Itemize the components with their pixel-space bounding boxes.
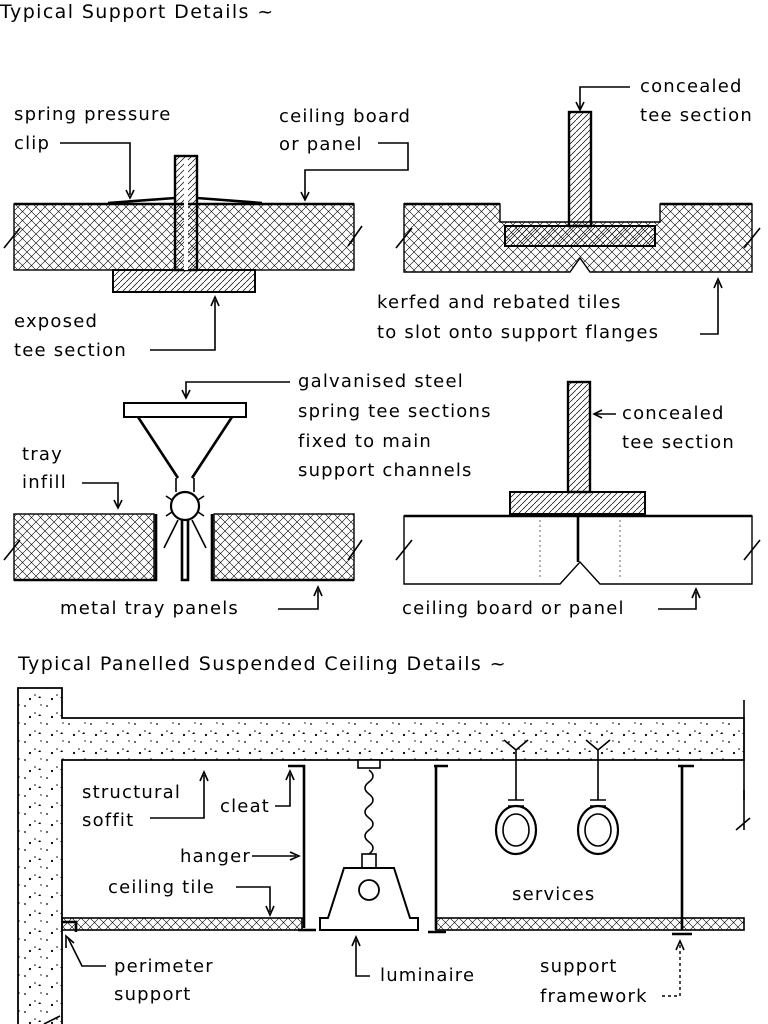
suspended-ceiling-section: structural soffit cleat hanger ceiling t… bbox=[17, 687, 751, 1024]
detail-metal-tray: galvanised steel spring tee sections fix… bbox=[3, 371, 492, 619]
label-tray-1: tray bbox=[22, 444, 63, 465]
label-concealed-1: concealed bbox=[640, 76, 743, 97]
label-spring-clip-1: spring pressure bbox=[14, 104, 172, 125]
label-tray-2: infill bbox=[22, 472, 67, 493]
detail-concealed-board: concealed tee section ceiling board or p… bbox=[395, 380, 761, 619]
spring-tee-clip bbox=[169, 490, 201, 522]
label-hanger: hanger bbox=[180, 846, 251, 867]
hanger-2 bbox=[428, 764, 448, 934]
heading-support-details: Typical Support Details ~ bbox=[0, 1, 275, 23]
label-exposed-2: tee section bbox=[14, 340, 127, 361]
spring-tee-head bbox=[123, 402, 247, 418]
service-hanger-1 bbox=[503, 739, 529, 800]
ceiling-tile-right bbox=[435, 917, 745, 931]
label-concealed-2: tee section bbox=[640, 105, 753, 126]
concealed-tee-flange bbox=[504, 225, 656, 247]
tray-infill-left bbox=[13, 513, 155, 581]
label-cleat: cleat bbox=[220, 796, 270, 817]
hanger-1 bbox=[288, 764, 316, 932]
label-galv-2: spring tee sections bbox=[298, 401, 492, 422]
label-ceiling-tile: ceiling tile bbox=[108, 877, 215, 898]
label-luminaire: luminaire bbox=[380, 965, 475, 986]
label-framework-1: support bbox=[540, 956, 618, 977]
label-kerfed-2: to slot onto support flanges bbox=[377, 322, 659, 343]
detail-concealed-kerfed: concealed tee section kerfed and rebated… bbox=[377, 76, 761, 343]
label-exposed-1: exposed bbox=[14, 311, 98, 332]
label-services: services bbox=[512, 884, 595, 905]
label-perimeter-1: perimeter bbox=[114, 956, 214, 977]
label-galv-1: galvanised steel bbox=[298, 371, 464, 392]
concealed-tee-web-2 bbox=[566, 380, 592, 494]
exposed-tee-flange bbox=[112, 269, 256, 293]
structural-slab-wall bbox=[17, 687, 745, 1024]
ceiling-board-panel bbox=[403, 515, 753, 585]
ceiling-tile-left bbox=[61, 917, 303, 931]
metal-tray-panels bbox=[14, 514, 354, 582]
concealed-tee-flange-2 bbox=[509, 491, 646, 515]
label-galv-3: fixed to main bbox=[298, 431, 432, 452]
label-board-2: or panel bbox=[279, 134, 363, 155]
label-structural-2: soffit bbox=[82, 810, 134, 831]
concealed-tee-web bbox=[567, 110, 593, 228]
detail-exposed-tee: spring pressure clip ceiling board or pa… bbox=[3, 104, 411, 361]
heading-ceiling-details: Typical Panelled Suspended Ceiling Detai… bbox=[17, 653, 507, 675]
label-kerfed-1: kerfed and rebated tiles bbox=[377, 292, 622, 313]
label-structural-1: structural bbox=[82, 782, 181, 803]
luminaire-chain bbox=[364, 769, 374, 855]
perimeter-angle bbox=[62, 920, 78, 932]
label-framework-2: framework bbox=[540, 986, 648, 1007]
label-perimeter-2: support bbox=[114, 984, 192, 1005]
label-spring-clip-2: clip bbox=[14, 133, 50, 154]
spring-pressure-clip bbox=[107, 196, 263, 205]
label-board-panel: ceiling board or panel bbox=[402, 598, 625, 619]
tray-infill-right bbox=[213, 513, 355, 581]
label-board-1: ceiling board bbox=[279, 106, 411, 127]
label-concealed-4: tee section bbox=[622, 432, 735, 453]
service-hanger-2 bbox=[585, 739, 611, 800]
label-galv-4: support channels bbox=[298, 460, 473, 481]
label-metal-tray: metal tray panels bbox=[60, 598, 239, 619]
label-concealed-3: concealed bbox=[622, 403, 725, 424]
hanger-3 bbox=[672, 764, 694, 936]
